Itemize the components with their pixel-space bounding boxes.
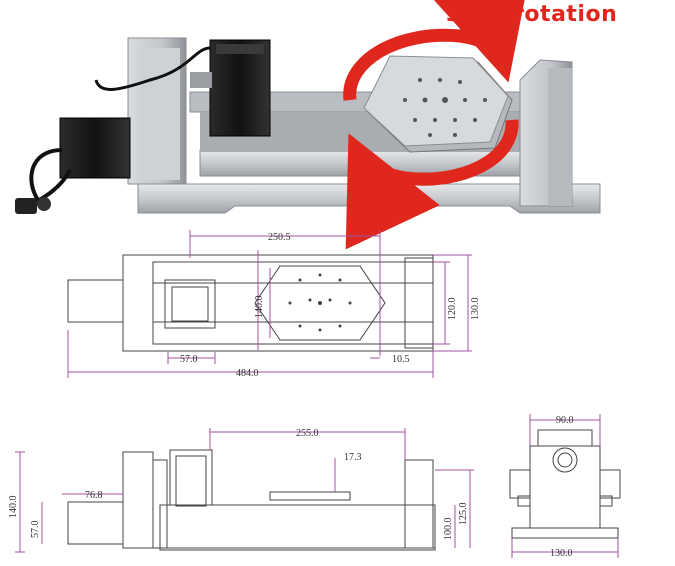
cable-connector: [15, 198, 37, 214]
rotation-arrows: [343, 0, 531, 250]
top-dim-inner-height: 140.0: [254, 296, 265, 319]
top-dim-length: 250.5: [268, 232, 291, 243]
side-dim-motor: 76.8: [85, 490, 103, 501]
side-view-drawing: [15, 428, 474, 553]
top-dim-width-a: 120.0: [447, 298, 458, 321]
top-dim-left-offset: 57.0: [180, 354, 198, 365]
top-dim-total-length: 484.0: [236, 368, 259, 379]
side-dim-height-b: 125.0: [458, 503, 469, 526]
end-view-drawing: [509, 414, 621, 558]
stepper-motor-side: [59, 117, 131, 179]
rotary-axis-photo: [15, 0, 601, 250]
top-dim-width-b: 130.0: [470, 298, 481, 321]
side-dim-height-total: 140.0: [8, 496, 19, 519]
end-dim-bottom: 130.0: [550, 548, 573, 559]
top-dim-right-offset: 10.5: [392, 354, 410, 365]
top-view-drawing: [67, 230, 472, 378]
side-dim-length: 255.0: [296, 428, 319, 439]
side-dim-height-shaft: 57.0: [30, 521, 41, 539]
end-dim-top: 90.0: [556, 415, 574, 426]
side-dim-plate: 17.3: [344, 452, 362, 463]
side-dim-height-a: 100.0: [443, 518, 454, 541]
stepper-motor-top: [209, 39, 271, 137]
